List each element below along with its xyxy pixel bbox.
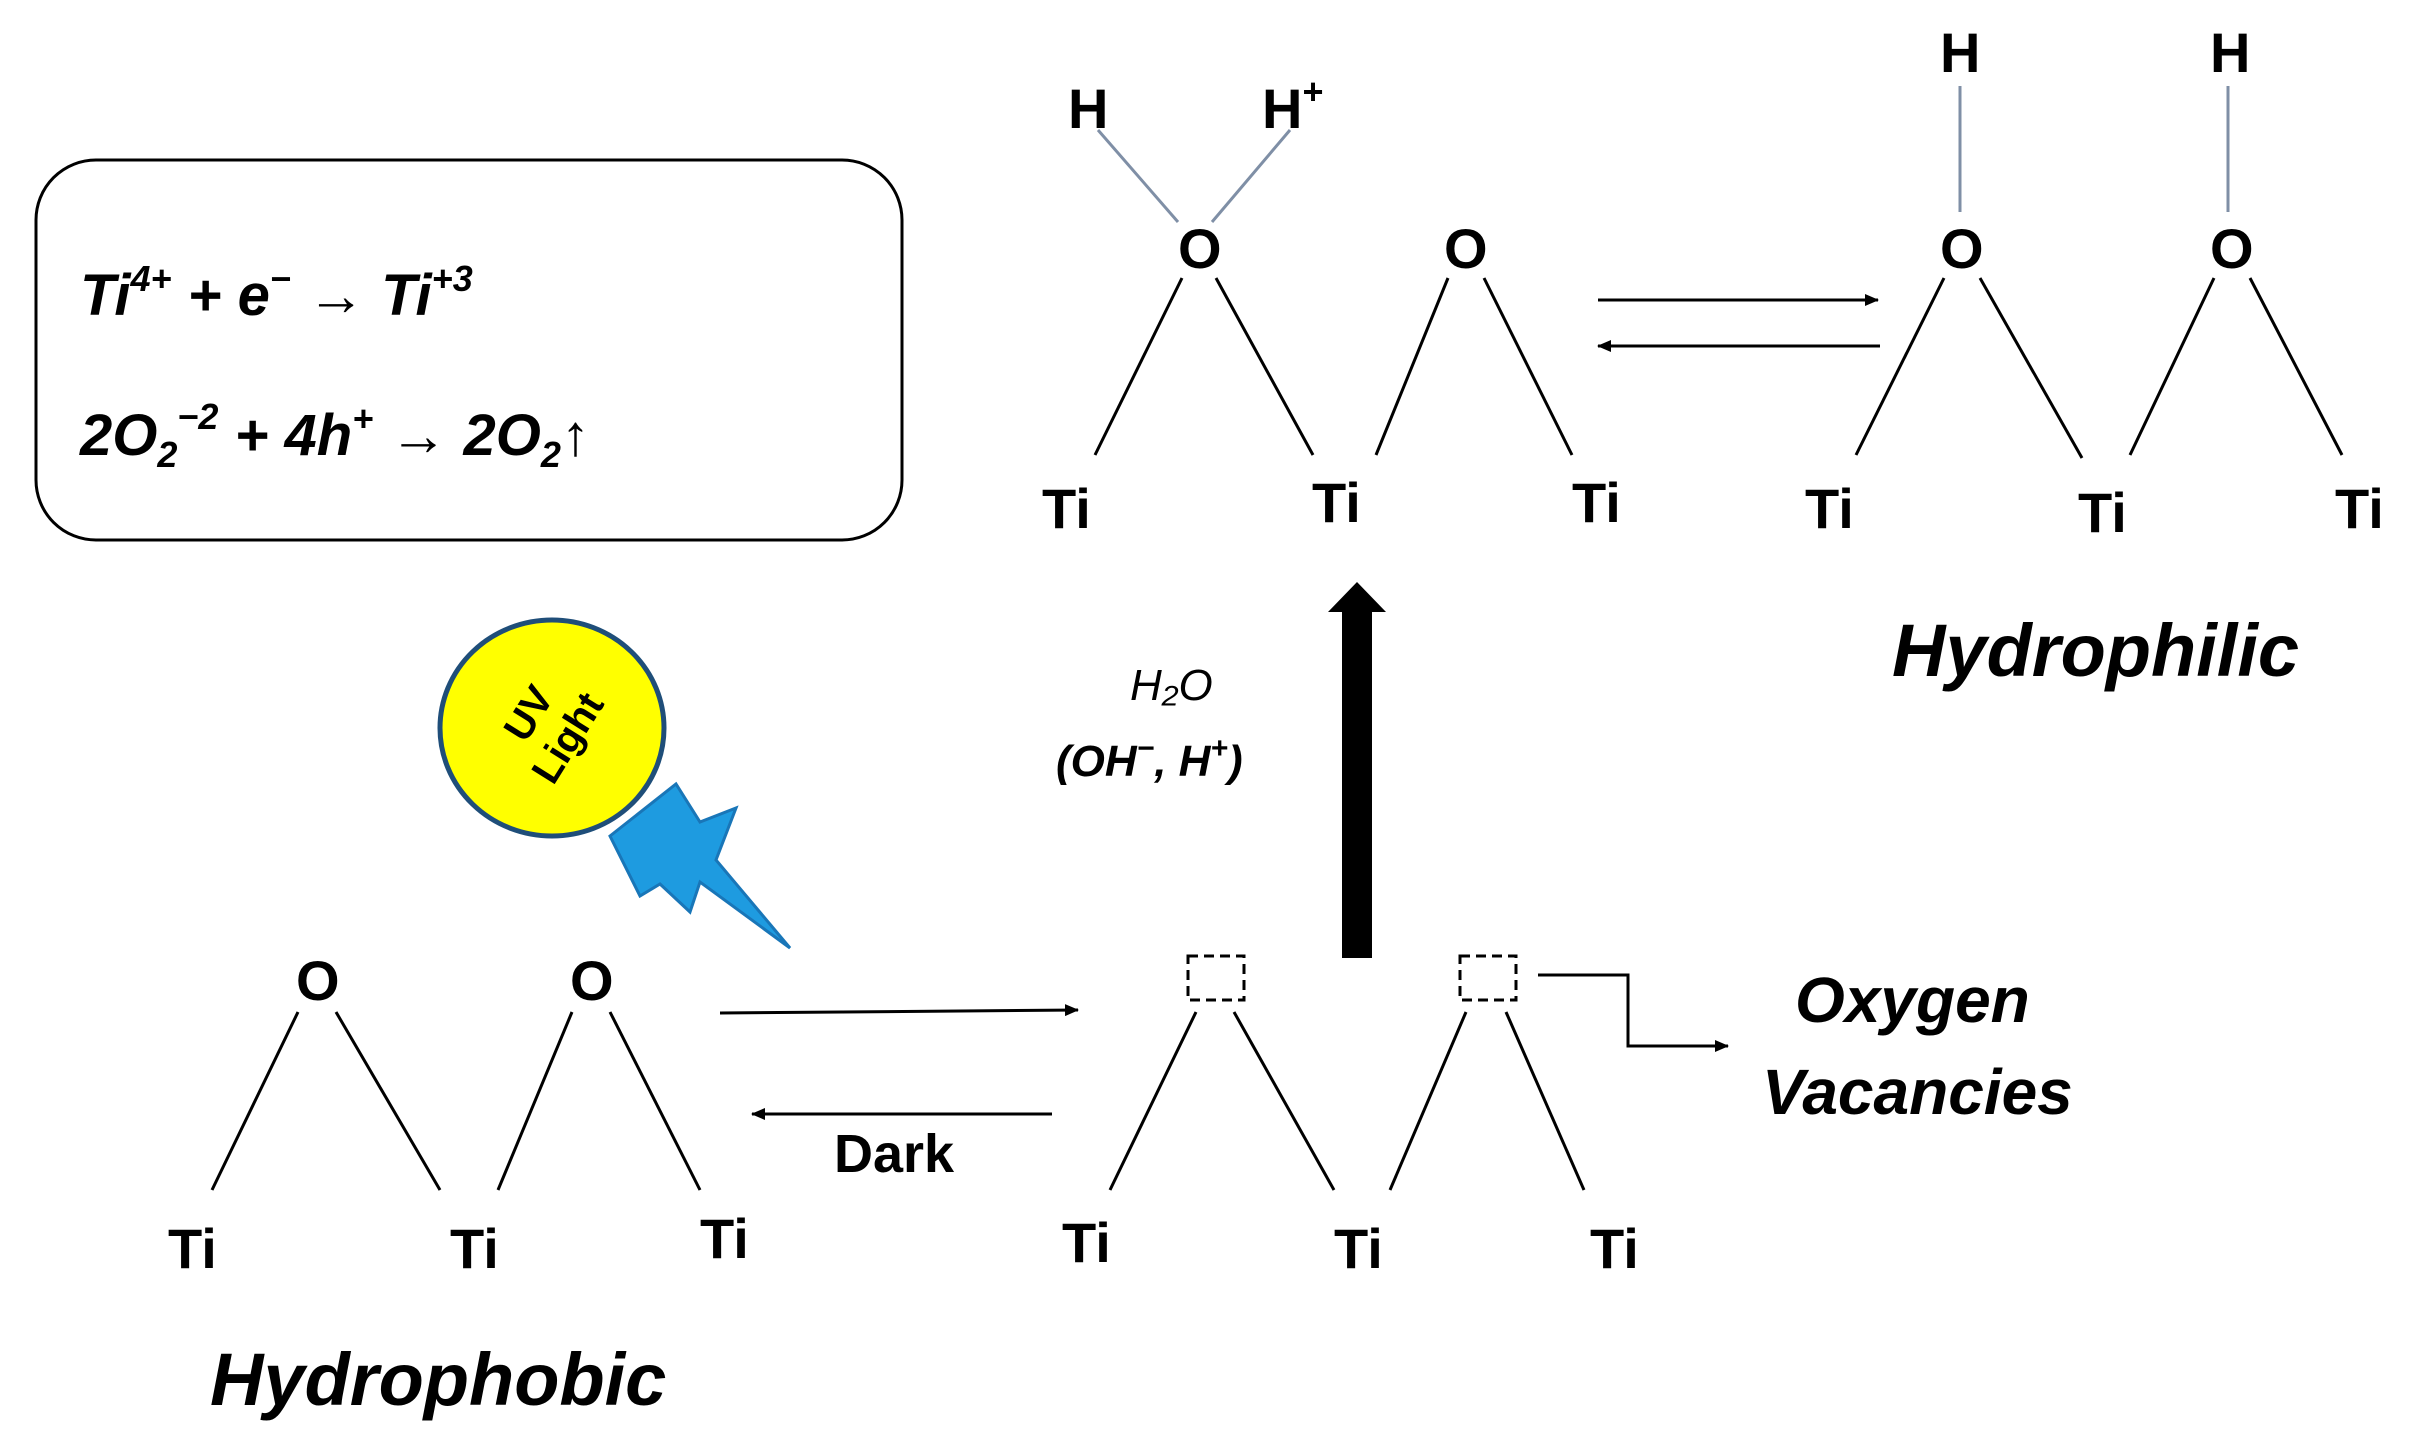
atom-ti: Ti	[700, 1207, 749, 1270]
vacancy-callout-line	[1538, 973, 1729, 1052]
equation-oxygen-evolution: 2O2−2 + 4h+ → 2O2↑	[79, 396, 590, 475]
vacancy-box	[1186, 954, 1246, 1002]
atom-o: O	[2210, 217, 2254, 280]
atom-o: O	[570, 949, 614, 1012]
equation-box	[34, 158, 904, 542]
equation-ti-reduction: Ti4+ + e− → Ti+3	[80, 258, 473, 328]
atom-ti: Ti	[450, 1217, 499, 1280]
lightning-bolt-icon	[608, 781, 792, 950]
bold-up-arrow-shaft	[1342, 610, 1372, 958]
atom-ti: Ti	[1042, 477, 1091, 540]
atom-h: H	[1940, 21, 1980, 84]
atom-h: H	[2210, 21, 2250, 84]
label-dark: Dark	[834, 1124, 955, 1184]
label-ions: (OH−, H+)	[1056, 732, 1243, 786]
atom-ti: Ti	[1334, 1217, 1383, 1280]
atom-ti: Ti	[168, 1217, 217, 1280]
atom-ti: Ti	[2078, 481, 2127, 544]
bold-up-arrow-head	[1328, 582, 1386, 612]
atom-h: H	[1068, 77, 1108, 140]
atom-ti: Ti	[1590, 1217, 1639, 1280]
atom-o: O	[1178, 217, 1222, 280]
label-oxygen-vacancies: Oxygen	[1795, 964, 2030, 1036]
label-water: H₂O	[1130, 661, 1213, 710]
atom-ti: Ti	[1805, 477, 1854, 540]
atom-o: O	[1940, 217, 1984, 280]
light-forward-arrow	[719, 1004, 1079, 1017]
atom-ti: Ti	[2335, 477, 2384, 540]
label-hydrophobic: Hydrophobic	[210, 1338, 666, 1421]
uv-light-bubble	[437, 617, 667, 839]
atom-o: O	[296, 949, 340, 1012]
atom-h-plus: H+	[1262, 71, 1323, 140]
label-oxygen-vacancies: Vacancies	[1762, 1056, 2073, 1128]
label-hydrophilic: Hydrophilic	[1892, 609, 2299, 692]
vacancy-box	[1458, 954, 1518, 1002]
atom-ti: Ti	[1062, 1211, 1111, 1274]
atom-ti: Ti	[1312, 471, 1361, 534]
atom-ti: Ti	[1572, 471, 1621, 534]
atom-o: O	[1444, 217, 1488, 280]
